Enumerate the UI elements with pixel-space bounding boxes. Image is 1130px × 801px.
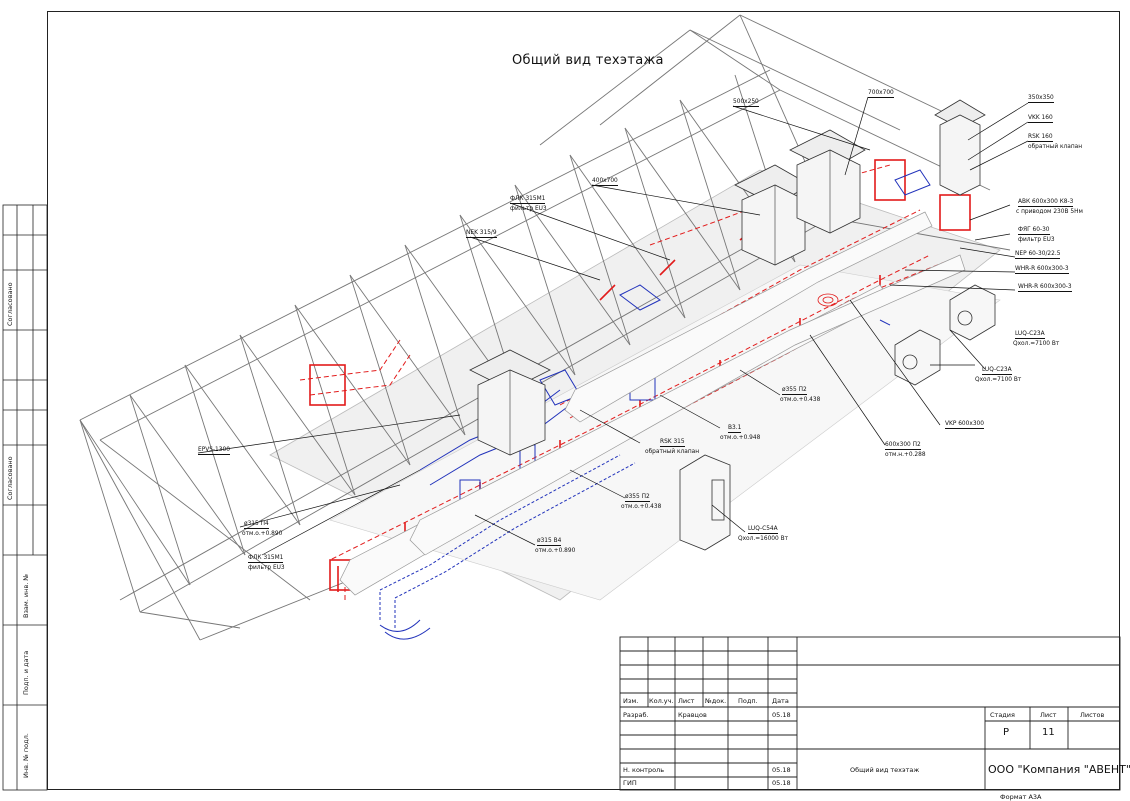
- label-fyag-sub: фильтр EU3: [1018, 235, 1055, 243]
- label-d355p2a: ø355 П2: [782, 385, 807, 395]
- label-d355p2a-sub: отм.о.+0.438: [780, 395, 821, 403]
- label-avk-sub: с приводом 230В 5Нм: [1016, 207, 1083, 215]
- side-agreed-2: Согласовано: [6, 456, 14, 500]
- drawing-title: Общий вид техэтажа: [512, 53, 664, 68]
- label-whr1: WHR-R 600х300-3: [1015, 264, 1069, 274]
- label-luq1: LUQ-C23A: [1015, 329, 1045, 339]
- leader-lines: [197, 96, 1029, 556]
- label-avk: АВК 600х300 К8-3: [1018, 197, 1074, 207]
- label-v31-sub: отм.о.+0.948: [720, 433, 761, 441]
- label-d315p4: ø315 П4: [244, 519, 269, 529]
- tb-header-data: Дата: [772, 697, 789, 705]
- label-nep: NEP 60-30/22.5: [1015, 249, 1061, 259]
- tb-stage-label: Стадия: [990, 711, 1015, 719]
- tb-header-list: Лист: [678, 697, 695, 705]
- label-luq2-sub: Qхол.=7100 Вт: [975, 375, 1022, 383]
- side-agreed-1: Согласовано: [6, 282, 14, 326]
- label-d315v4: ø315 В4: [537, 536, 562, 546]
- tb-header-izm: Изм.: [623, 697, 639, 705]
- label-vkk160: VKK 160: [1028, 113, 1053, 123]
- roof-trusses: [79, 14, 1011, 641]
- label-epvs: EPVS-1300: [198, 445, 230, 455]
- label-600x300: 600х300 П2: [885, 440, 921, 450]
- ac-units: [679, 284, 996, 551]
- label-d355p2b-sub: отм.о.+0.438: [621, 502, 662, 510]
- label-luq2: LUQ-C23A: [982, 365, 1012, 375]
- tb-sheets-label: Листов: [1080, 711, 1105, 719]
- tb-header-podp: Подп.: [738, 697, 758, 705]
- format-label: Формат А3А: [1000, 793, 1042, 801]
- label-whr2: WHR-R 600х300-3: [1018, 282, 1072, 292]
- label-600x300-sub: отм.н.+0.288: [885, 450, 926, 458]
- tb-header-koluch: Кол.уч.: [649, 697, 674, 705]
- label-nek315: NEK 315/9: [466, 228, 497, 238]
- side-stamp-grid: [2, 204, 48, 791]
- tb-date-gip: 05.18: [772, 779, 791, 787]
- label-flk315m1-bot-sub: фильтр EU3: [248, 563, 285, 571]
- side-podp: Подп. и дата: [22, 650, 30, 695]
- chimney-small: [934, 99, 986, 196]
- label-luqc54-sub: Qхол.=16000 Вт: [738, 534, 789, 542]
- label-500x250: 500х250: [733, 97, 759, 107]
- hood-right: [789, 129, 866, 234]
- label-400x700: 400х700: [592, 176, 618, 186]
- label-rsk315-sub: обратный клапан: [645, 447, 700, 455]
- label-rsk315: RSK 315: [660, 437, 685, 447]
- label-vkp: VKP 600х300: [945, 419, 984, 429]
- tb-date-nkontrol: 05.18: [772, 766, 791, 774]
- tb-sheet-label: Лист: [1040, 711, 1057, 719]
- tb-stage-value: Р: [1003, 727, 1010, 738]
- label-luq1-sub: Qхол.=7100 Вт: [1013, 339, 1060, 347]
- side-vzam: Взам. инв. №: [22, 573, 30, 618]
- tb-role-nkontrol: Н. контроль: [623, 766, 665, 774]
- tb-role-razrab: Разраб.: [623, 711, 649, 719]
- tb-name-razrab: Кравцов: [678, 711, 707, 719]
- label-700x700: 700х700: [868, 88, 894, 98]
- tb-header-ndok: №док.: [705, 697, 727, 705]
- label-rsk160-sub: обратный клапан: [1028, 142, 1083, 150]
- duct-bodies: [339, 211, 966, 596]
- tb-company: ООО "Компания "АВЕНТ": [988, 763, 1130, 776]
- tb-sheet-value: 11: [1042, 727, 1055, 738]
- tb-date-razrab: 05.18: [772, 711, 791, 719]
- label-flk315m1-top-sub: фильтр EU3: [510, 204, 547, 212]
- label-350x350: 350х350: [1028, 93, 1054, 103]
- title-block-grid: [619, 636, 1121, 791]
- tb-role-gip: ГИП: [623, 779, 637, 787]
- hood-mid: [734, 164, 811, 266]
- label-luqc54: LUQ-C54A: [748, 524, 778, 534]
- label-fyag: ФЯГ 60-30: [1018, 225, 1050, 235]
- label-d315v4-sub: отм.о.+0.890: [535, 546, 576, 554]
- label-flk315m1-top: ФЛК 315М1: [510, 194, 546, 204]
- label-flk315m1-bot: ФЛК 315М1: [248, 553, 284, 563]
- label-d355p2b: ø355 П2: [625, 492, 650, 502]
- side-inv: Инв. № подл.: [22, 733, 30, 778]
- drawing-frame: [47, 11, 1120, 790]
- label-d315p4-sub: отм.о.+0.890: [242, 529, 283, 537]
- label-v31: В3.1: [728, 423, 742, 433]
- tb-sheet-title: Общий вид техэтаж: [850, 766, 920, 774]
- hood-left: [469, 349, 551, 456]
- label-rsk160: RSK 160: [1028, 132, 1053, 142]
